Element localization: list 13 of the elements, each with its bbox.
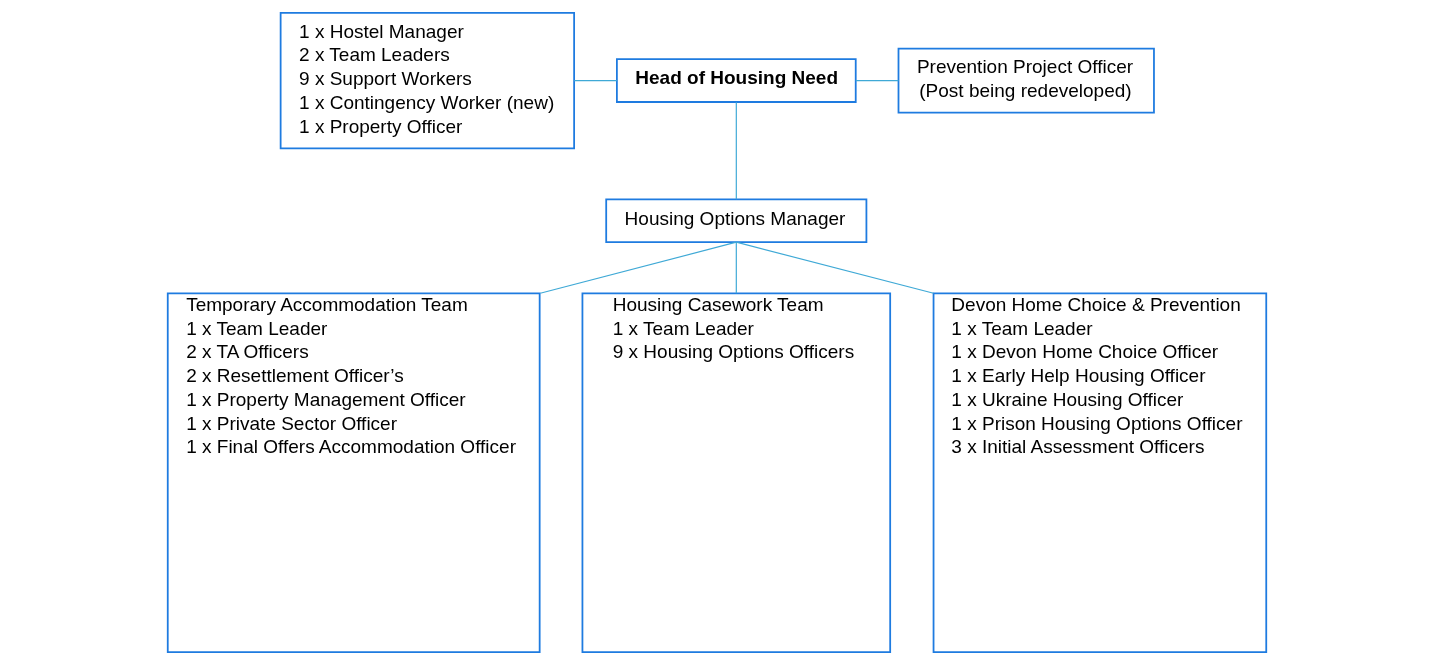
connector (735, 241, 934, 294)
node-box: Head of Housing Need (615, 58, 857, 103)
connector (539, 241, 737, 294)
connector (573, 80, 617, 82)
node-box: 1 x Hostel Manager 2 x Team Leaders 9 x Support Workers 1 x Contingency Worker (new) 1 x Property Officer (279, 11, 575, 150)
node-box: Devon Home Choice & Prevention 1 x Team Leader 1 x Devon Home Choice Officer 1 x Early Help Housing Officer 1 x Ukraine Housing Officer 1 x Prison Housing Options Officer 3 x Initial Assessment Officers (932, 292, 1267, 653)
connector (735, 241, 737, 294)
node-box: Housing Casework Team 1 x Team Leader 9 x Housing Options Officers (581, 292, 891, 653)
node-box: Prevention Project Officer (Post being redeveloped) (897, 47, 1155, 114)
connector (854, 80, 899, 82)
node-box: Temporary Accommodation Team 1 x Team Leader 2 x TA Officers 2 x Resettlement Officer’s 1 x Property Management Officer 1 x Private Sector Officer 1 x Final Offers Accommodation Officer (166, 292, 541, 653)
connector (735, 101, 737, 200)
node-box: Housing Options Manager (604, 198, 867, 244)
